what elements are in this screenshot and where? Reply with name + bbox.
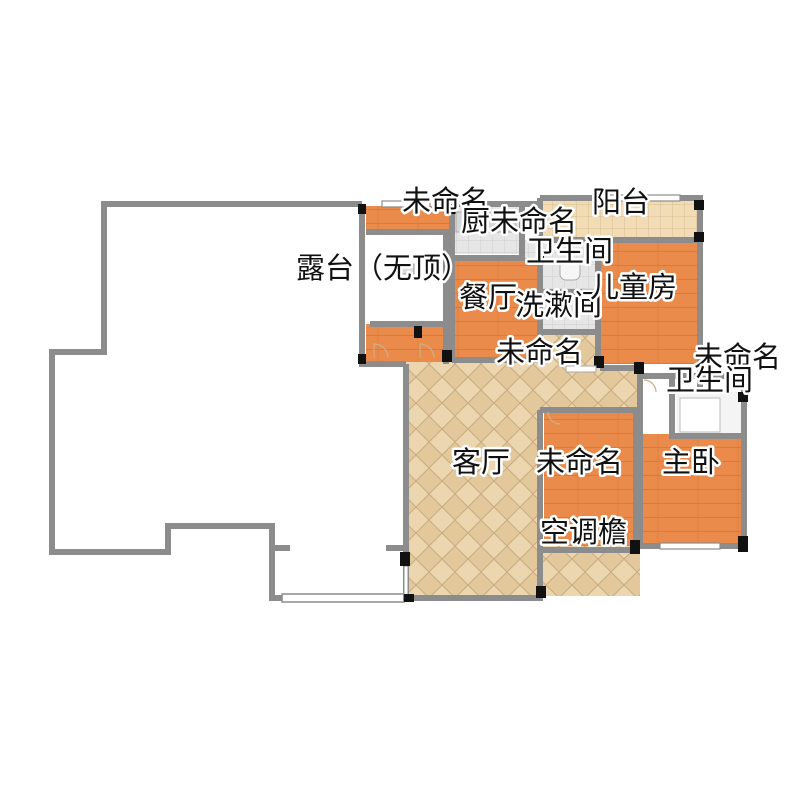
hall-unnamed-floor bbox=[540, 332, 598, 368]
dining-floor bbox=[452, 258, 540, 358]
label-terrace-no-roof: 露台（无顶） bbox=[296, 251, 470, 285]
window-master bbox=[659, 542, 721, 550]
label-second-bedroom-unnamed: 未命名 bbox=[536, 445, 623, 479]
label-kitchen-unnamed: 未命名 bbox=[490, 204, 577, 238]
toilet-top bbox=[559, 259, 581, 281]
window-balcony bbox=[599, 194, 681, 202]
label-living-room: 客厅 bbox=[452, 445, 510, 479]
master-bedroom-floor bbox=[640, 434, 744, 546]
door-right bbox=[643, 379, 657, 393]
label-balcony: 阳台 bbox=[592, 185, 650, 219]
door-terrace-left bbox=[373, 343, 389, 359]
windows bbox=[381, 194, 721, 597]
balcony-floor bbox=[540, 198, 700, 240]
label-dining: 餐厅 bbox=[459, 280, 517, 314]
label-top-unnamed: 未命名 bbox=[402, 184, 489, 218]
top-unnamed-floor bbox=[366, 206, 456, 232]
door-terrace-right bbox=[419, 343, 435, 359]
label-hall-unnamed: 未命名 bbox=[496, 335, 583, 369]
wash-room-floor bbox=[540, 292, 598, 332]
shower-right bbox=[679, 397, 721, 433]
corridor-floor bbox=[540, 368, 640, 412]
label-right-unnamed: 未命名 bbox=[694, 340, 781, 374]
label-wash-room: 洗漱间 bbox=[515, 288, 602, 322]
sink-kitchen bbox=[455, 211, 517, 233]
label-top-bathroom: 卫生间 bbox=[526, 234, 613, 268]
label-kids-room: 儿童房 bbox=[590, 270, 677, 304]
ac-ledge-floor bbox=[540, 546, 640, 596]
fixtures bbox=[395, 211, 721, 433]
second-bedroom-floor bbox=[544, 412, 636, 546]
room-floors bbox=[366, 198, 744, 598]
terrace-bottom-floor bbox=[366, 324, 446, 362]
label-master-bedroom: 主卧 bbox=[662, 445, 720, 479]
label-kitchen: 厨 bbox=[461, 204, 490, 238]
kids-room-floor bbox=[598, 240, 700, 364]
basin-wash bbox=[565, 365, 597, 373]
window-living bbox=[403, 565, 409, 597]
room-labels: 未命名 厨 未命名 阳台 卫生间 露台（无顶） 餐厅 洗漱间 儿童房 未命名 未… bbox=[294, 182, 784, 552]
terrace-outline bbox=[49, 201, 405, 603]
door-corridor bbox=[547, 411, 561, 425]
window-top bbox=[381, 200, 431, 208]
pillars bbox=[358, 200, 748, 602]
label-right-bathroom: 卫生间 bbox=[666, 363, 753, 397]
living-room-floor bbox=[406, 362, 540, 598]
terrace-no-roof-floor bbox=[370, 232, 446, 324]
fixture-terrace bbox=[395, 263, 415, 275]
label-ac-ledge: 空调檐 bbox=[540, 515, 627, 549]
terrace-railing bbox=[281, 593, 405, 603]
